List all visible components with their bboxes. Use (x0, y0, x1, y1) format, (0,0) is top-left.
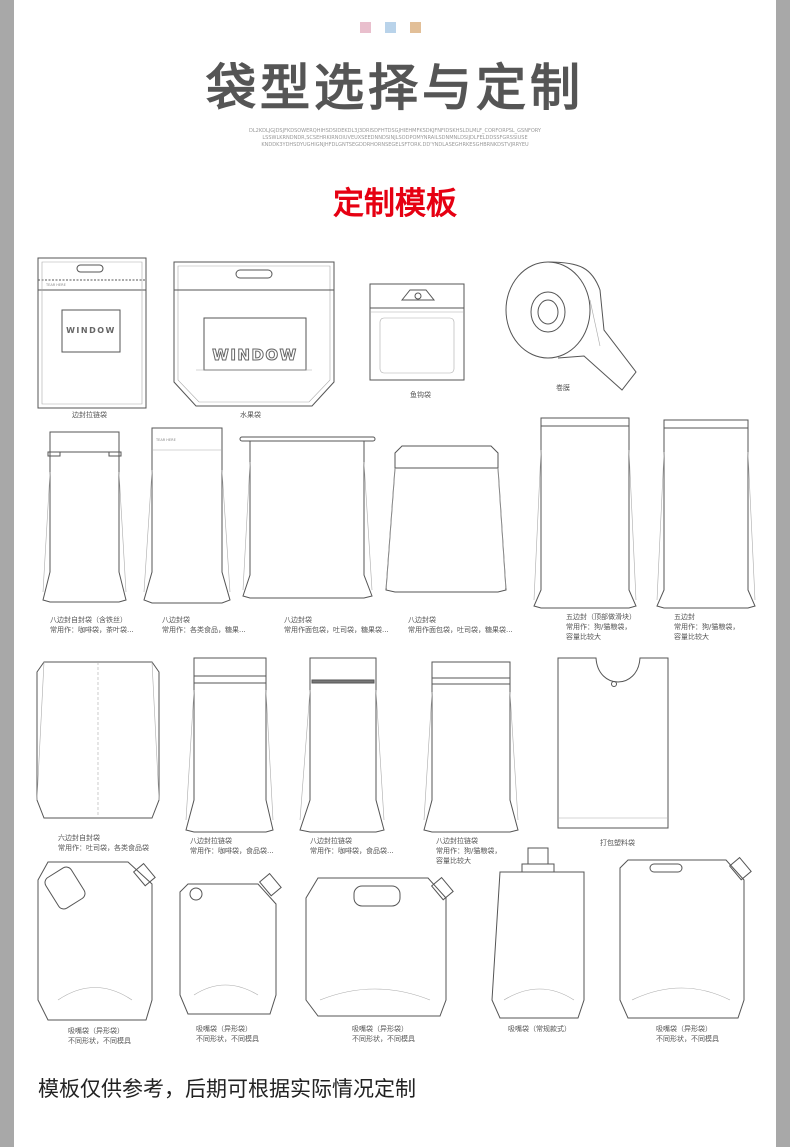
right-frame-bar (776, 0, 790, 1147)
caption-packing-bag: 打包塑料袋 (600, 839, 635, 847)
fine-print-line-1: DL2KDLJGJDSJFKDSOWERQHIHSDSIDEKDL3J3DRIS… (249, 128, 541, 134)
caption-eight-side-iron: 八边封自封袋（含铁丝） 常用作：咖啡袋，茶叶袋... (50, 616, 134, 634)
caption-eight-side-a: 八边封袋 常用作：各类食品，糖果... (162, 616, 246, 634)
caption-hook-bag: 鱼钩袋 (410, 391, 431, 399)
caption-spout-a: 吸嘴袋（异形袋） 不同形状，不同模具 (68, 1027, 131, 1045)
caption-spout-e: 吸嘴袋（异形袋） 不同形状，不同模具 (656, 1025, 719, 1043)
blue-dot (385, 22, 396, 33)
spout-bag-a-drawing (38, 862, 155, 1020)
pink-dot (360, 22, 371, 33)
section-subtitle: 定制模板 (333, 186, 457, 222)
caption-fruit-bag: 水果袋 (240, 411, 261, 419)
caption-five-side-a: 五边封（顶部做滑块） 常用作：狗/猫粮袋， 容量比较大 (566, 613, 636, 641)
caption-spout-d: 吸嘴袋（常规款式） (508, 1025, 571, 1033)
eight-side-bag-b-drawing (240, 437, 375, 598)
eight-zip-bag-c-drawing (424, 662, 518, 832)
six-side-bag-drawing (37, 662, 159, 818)
eight-side-iron-bag-drawing (43, 432, 126, 602)
five-side-bag-b-drawing (657, 420, 755, 608)
fine-print-line-3: KNDDK3YDHSDYUGHIGNJHFDLGNTSEGDDRHORNSEGE… (261, 142, 529, 148)
footer-note: 模板仅供参考，后期可根据实际情况定制 (38, 1077, 416, 1101)
caption-roll-film: 卷膜 (556, 384, 570, 392)
left-frame-bar (0, 0, 14, 1147)
hook-bag-drawing (370, 284, 464, 380)
tear-tag-small: TEAR HERE (45, 283, 66, 287)
caption-spout-c: 吸嘴袋（异形袋） 不同形状，不同模具 (352, 1025, 415, 1043)
caption-eight-side-b: 八边封袋 常用作面包袋，吐司袋，糖果袋... (284, 616, 389, 634)
spout-bag-b-drawing (180, 874, 281, 1014)
window-label-large: WINDOW (212, 346, 297, 364)
caption-eight-side-c: 八边封袋 常用作面包袋，吐司袋，糖果袋... (408, 616, 513, 634)
spout-bag-c-drawing (306, 878, 453, 1016)
tear-tag-a: TEAR HERE (155, 438, 176, 442)
packing-bag-drawing (558, 658, 668, 828)
caption-eight-zip-a: 八边封拉链袋 常用作：咖啡袋，食品袋... (190, 837, 274, 855)
tan-dot (410, 22, 421, 33)
window-label-small: WINDOW (66, 326, 116, 335)
five-side-bag-a-drawing (534, 418, 636, 608)
caption-eight-zip-b: 八边封拉链袋 常用作：咖啡袋，食品袋... (310, 837, 394, 855)
roll-film-drawing (506, 262, 636, 390)
fine-print-line-2: LSSWLKRNDNDR,SCSEHRKIRNOIUVEUXSEEDNNDSIN… (262, 135, 528, 141)
spout-bag-e-drawing (620, 858, 751, 1018)
eight-zip-bag-a-drawing (186, 658, 273, 832)
eight-zip-bag-b-drawing (300, 658, 384, 832)
fruit-bag-drawing: WINDOW (174, 262, 334, 406)
eight-side-bag-c-drawing (386, 446, 506, 592)
caption-eight-zip-c: 八边封拉链袋 常用作：狗/猫粮袋， 容量比较大 (436, 837, 502, 865)
zipper-pouch-drawing: WINDOW TEAR HERE (38, 258, 146, 408)
spout-bag-d-drawing (492, 848, 584, 1018)
eight-side-bag-a-drawing: TEAR HERE (144, 428, 230, 603)
caption-zipper-pouch: 边封拉链袋 (72, 411, 107, 419)
caption-spout-b: 吸嘴袋（异形袋） 不同形状，不同模具 (196, 1025, 259, 1043)
caption-five-side-b: 五边封 常用作：狗/猫粮袋， 容量比较大 (674, 613, 740, 641)
caption-six-side: 六边封自封袋 常用作：吐司袋，各类食品袋 (58, 834, 149, 852)
page-title: 袋型选择与定制 (206, 59, 584, 117)
color-dots (360, 22, 421, 33)
